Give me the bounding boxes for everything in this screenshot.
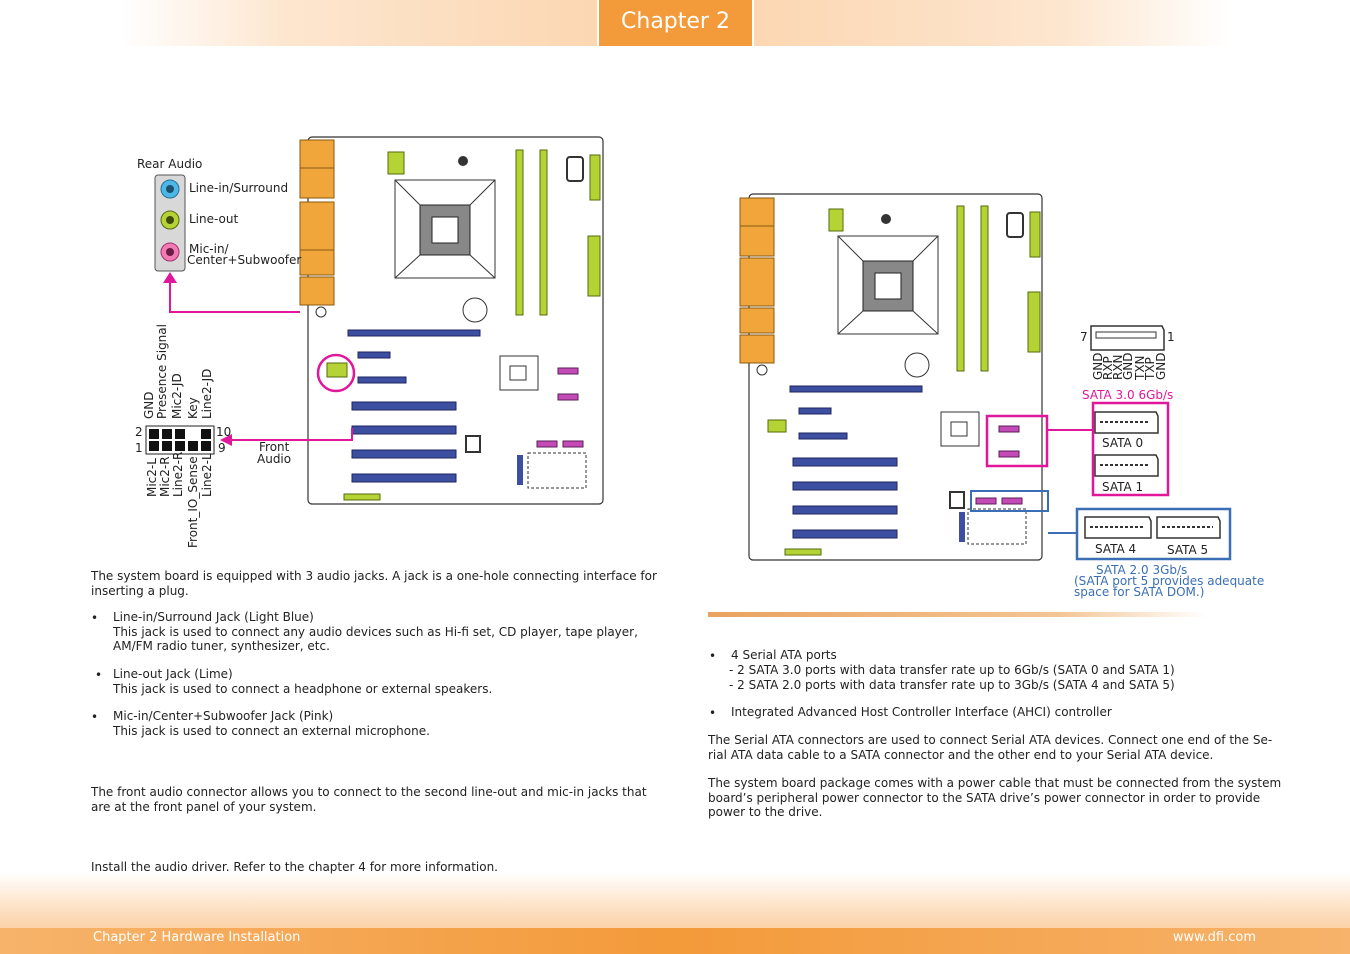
jack-label-line-in: Line-in/Surround <box>189 181 289 195</box>
jack-item-line-out: Line-out Jack (Lime) This jack is used t… <box>113 667 493 696</box>
jack-label-line-out: Line-out <box>189 212 239 226</box>
rear-audio-jacks <box>154 174 186 272</box>
jack-label-center-sub: Center+Subwoofer <box>187 253 302 267</box>
pin-number-10: 10 <box>216 425 232 439</box>
sata-port-5: SATA 5 <box>1167 543 1209 557</box>
chapter-tab: Chapter 2 <box>597 0 754 46</box>
pin-number-2: 2 <box>135 425 143 439</box>
sata-pin-7: 7 <box>1080 330 1088 344</box>
footer-band <box>0 872 1350 930</box>
footer-bar <box>0 928 1350 954</box>
sata2-note-2: space for SATA DOM.) <box>1074 585 1205 599</box>
front-audio-paragraph: The front audio connector allows you to … <box>91 785 647 814</box>
sata-port-0: SATA 0 <box>1102 436 1144 450</box>
pin-label-mic2-l: Mic2-L <box>145 458 159 497</box>
pin-label-key: Key <box>186 397 200 419</box>
pin-label-line2-jd: Line2-JD <box>200 368 214 419</box>
sata2-note-1: (SATA port 5 provides adequate <box>1074 574 1265 588</box>
sata-port-4: SATA 4 <box>1095 542 1137 556</box>
pin-label-mic2-r: Mic2-R <box>158 456 172 497</box>
bullet-icon: • <box>91 611 99 625</box>
jack-label-mic-in: Mic-in/ <box>189 242 229 256</box>
sata-port-1: SATA 1 <box>1102 480 1144 494</box>
motherboard-right <box>739 193 1049 561</box>
bullet-icon: • <box>709 706 717 720</box>
pin-label-line2-l: Line2-L <box>200 453 214 497</box>
sata3-label: SATA 3.0 6Gb/s <box>1082 388 1174 402</box>
pin-label-mic2-jd: Mic2-JD <box>170 373 184 419</box>
front-audio-label-1: Front <box>259 440 290 454</box>
jack-item-mic-in: Mic-in/Center+Subwoofer Jack (Pink) This… <box>113 709 430 738</box>
pin-number-9: 9 <box>218 441 226 455</box>
bullet-icon: • <box>709 649 717 663</box>
pin-number-1: 1 <box>135 441 143 455</box>
section-divider <box>708 612 1208 617</box>
sata-connectors <box>1084 325 1221 539</box>
motherboard-left <box>299 136 604 505</box>
sata-pin-gnd-3: GND <box>1154 352 1168 380</box>
footer-chapter-title: Chapter 2 Hardware Installation <box>93 930 301 945</box>
footer-website: www.dfi.com <box>1172 930 1256 945</box>
audio-intro: The system board is equipped with 3 audi… <box>91 569 657 598</box>
pin-label-gnd: GND <box>142 391 156 419</box>
pin-label-front-io: Front_IO_Sense <box>186 456 200 548</box>
front-audio-label-2: Audio <box>257 452 292 466</box>
sata-feature-ports: 4 Serial ATA ports <box>731 648 837 662</box>
sata-paragraph-1: The Serial ATA connectors are used to co… <box>708 733 1273 762</box>
sata-pin-1: 1 <box>1167 330 1175 344</box>
jack-item-line-in: Line-in/Surround Jack (Light Blue) This … <box>113 610 638 653</box>
pin-label-presence: Presence Signal <box>155 324 169 419</box>
sata-paragraph-2: The system board package comes with a po… <box>708 776 1282 819</box>
pin-label-line2-r: Line2-R <box>171 451 185 497</box>
rear-audio-label: Rear Audio <box>137 157 203 171</box>
front-audio-header <box>145 425 215 455</box>
bullet-icon: • <box>95 668 103 682</box>
sata-feature-ahci: Integrated Advanced Host Controller Inte… <box>731 705 1112 719</box>
bullet-icon: • <box>91 710 99 724</box>
driver-paragraph: Install the audio driver. Refer to the c… <box>91 860 498 874</box>
sata2-label: SATA 2.0 3Gb/s <box>1096 563 1188 577</box>
sata-feature-subitems: - 2 SATA 3.0 ports with data transfer ra… <box>729 663 1175 692</box>
